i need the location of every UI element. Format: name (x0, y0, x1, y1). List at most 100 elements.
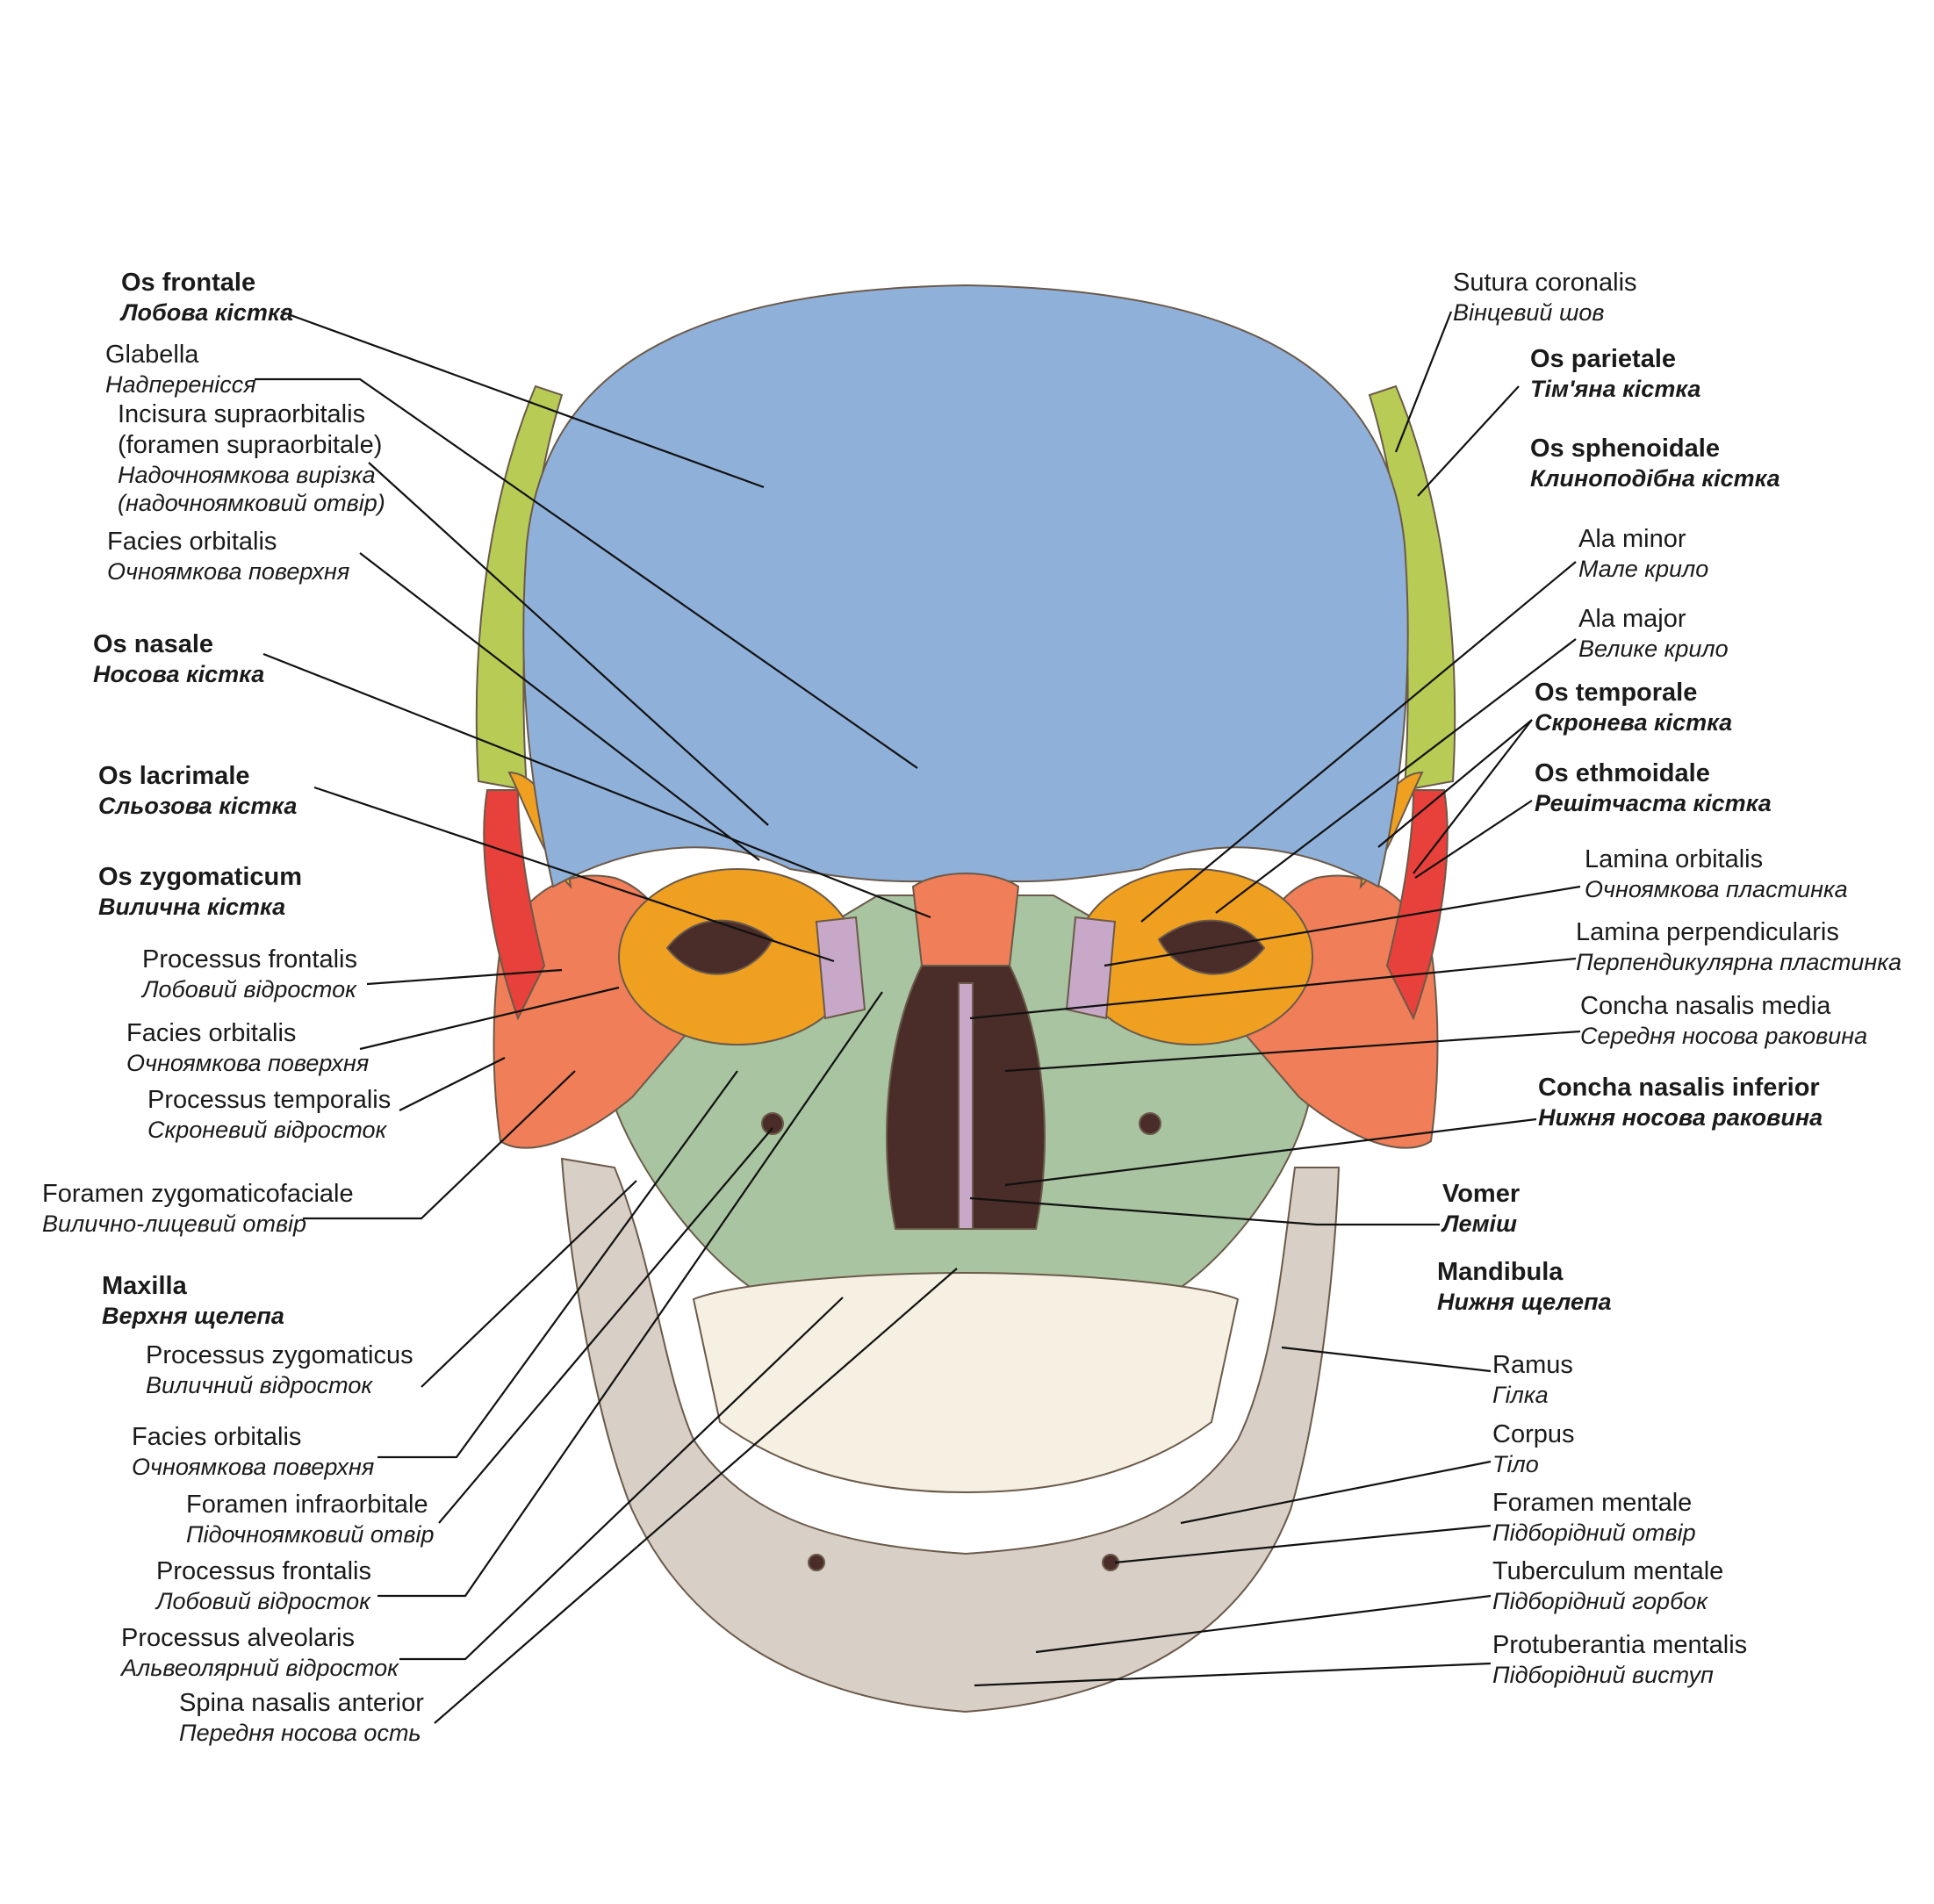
label-ukr: Середня носова раковина (1580, 1022, 1868, 1049)
leader-ala-major (1215, 638, 1577, 914)
label-latin: Os sphenoidale (1530, 435, 1720, 463)
label-latin: Foramen infraorbitale (186, 1491, 428, 1519)
label-ukr: Лобовий відросток (156, 1587, 370, 1614)
label-latin: Mandibula (1437, 1258, 1564, 1286)
leader-os-nasale (262, 652, 931, 919)
leader-os-temporale-a (1377, 719, 1533, 848)
leader-foramen-zygomaticofaciale (303, 1070, 576, 1220)
infraorbital-foramen-left (761, 1112, 784, 1135)
label-ukr: Гілка (1492, 1381, 1549, 1408)
leader-processus-frontalis-zyg (366, 968, 563, 986)
leader-os-temporale-b (1413, 719, 1533, 874)
label-latin: Glabella (105, 341, 199, 369)
label-ukr: Альвеолярний відросток (121, 1654, 399, 1681)
label-ukr: Тім'яна кістка (1530, 375, 1701, 402)
label-latin-2: (foramen supraorbitale) (118, 430, 383, 459)
label-latin: Os frontale (121, 269, 256, 297)
label-ukr: Клиноподібна кістка (1530, 464, 1780, 492)
label-ukr: Сльозова кістка (98, 792, 298, 819)
label-ukr: Підборідний отвір (1492, 1519, 1696, 1546)
label-incisura-supraorbitalis: Incisura supraorbitalis(foramen supraorb… (118, 399, 385, 517)
label-ukr: Решітчаста кістка (1535, 789, 1772, 816)
leader-facies-orbitalis-frontal (359, 552, 760, 861)
label-latin: Processus frontalis (156, 1557, 371, 1585)
label-latin: Processus zygomaticus (146, 1341, 413, 1369)
label-latin: Os lacrimale (98, 762, 250, 790)
frontal-shape (522, 284, 1409, 888)
leader-os-frontale (280, 310, 765, 489)
label-ukr: Мале крило (1578, 555, 1709, 582)
mandible-shape (560, 1157, 1341, 1714)
label-ukr: Очноямкова поверхня (126, 1049, 370, 1076)
leader-vomer (969, 1196, 1440, 1226)
label-ukr: Велике крило (1578, 635, 1729, 662)
label-ukr: Скронева кістка (1535, 708, 1733, 736)
leader-sutura-coronalis (1394, 311, 1453, 453)
leader-processus-frontalis-max (377, 991, 883, 1598)
label-ukr: Верхня щелепа (102, 1302, 284, 1329)
label-latin: Ramus (1492, 1351, 1573, 1379)
label-ukr: Перпендикулярна пластинка (1576, 948, 1902, 975)
leader-ramus (1281, 1346, 1492, 1373)
infraorbital-foramen-right (1139, 1112, 1161, 1135)
label-latin: Vomer (1442, 1180, 1521, 1208)
leader-os-lacrimale (313, 786, 835, 963)
mental-foramen-left (808, 1554, 825, 1571)
leader-processus-temporalis (399, 1057, 506, 1111)
label-latin: Os temporale (1535, 679, 1698, 707)
label-latin: Lamina orbitalis (1585, 845, 1764, 873)
label-ukr: Підборідний горбок (1492, 1587, 1708, 1614)
leader-ala-minor (1140, 561, 1577, 923)
leader-concha-inferior (1004, 1117, 1537, 1187)
label-ukr: Нижня носова раковина (1538, 1103, 1823, 1131)
label-latin: Incisura supraorbitalis (118, 400, 366, 428)
orbit-left-shadow (665, 919, 774, 975)
label-latin: Maxilla (102, 1272, 187, 1300)
leader-os-parietale (1417, 385, 1520, 497)
label-ukr: Підборідний виступ (1492, 1661, 1714, 1688)
label-ukr: Передня носова ость (179, 1719, 421, 1746)
label-ukr: Виличний відросток (146, 1371, 373, 1398)
label-ukr: Леміш (1442, 1210, 1518, 1237)
leader-facies-orbitalis-zyg (359, 986, 620, 1051)
label-latin: Facies orbitalis (107, 528, 277, 556)
leader-lamina-orbitalis (1104, 885, 1581, 967)
label-ukr: Очноямкова поверхня (107, 557, 350, 585)
leader-glabella (255, 377, 918, 769)
label-ukr: Тіло (1492, 1450, 1539, 1477)
label-latin: Spina nasalis anterior (179, 1689, 424, 1717)
label-ukr: Очноямкова пластинка (1585, 875, 1848, 902)
leader-foramen-mentale (1114, 1524, 1492, 1564)
label-latin: Concha nasalis inferior (1538, 1074, 1820, 1102)
leader-incisura (368, 462, 769, 826)
label-ukr: Надперенісся (105, 370, 256, 398)
leader-facies-orbitalis-max (377, 1070, 738, 1459)
label-ukr: Вилична кістка (98, 893, 286, 920)
label-latin: Facies orbitalis (132, 1423, 302, 1451)
label-latin: Os zygomaticum (98, 863, 303, 891)
temporal-left-shape (483, 789, 546, 1021)
